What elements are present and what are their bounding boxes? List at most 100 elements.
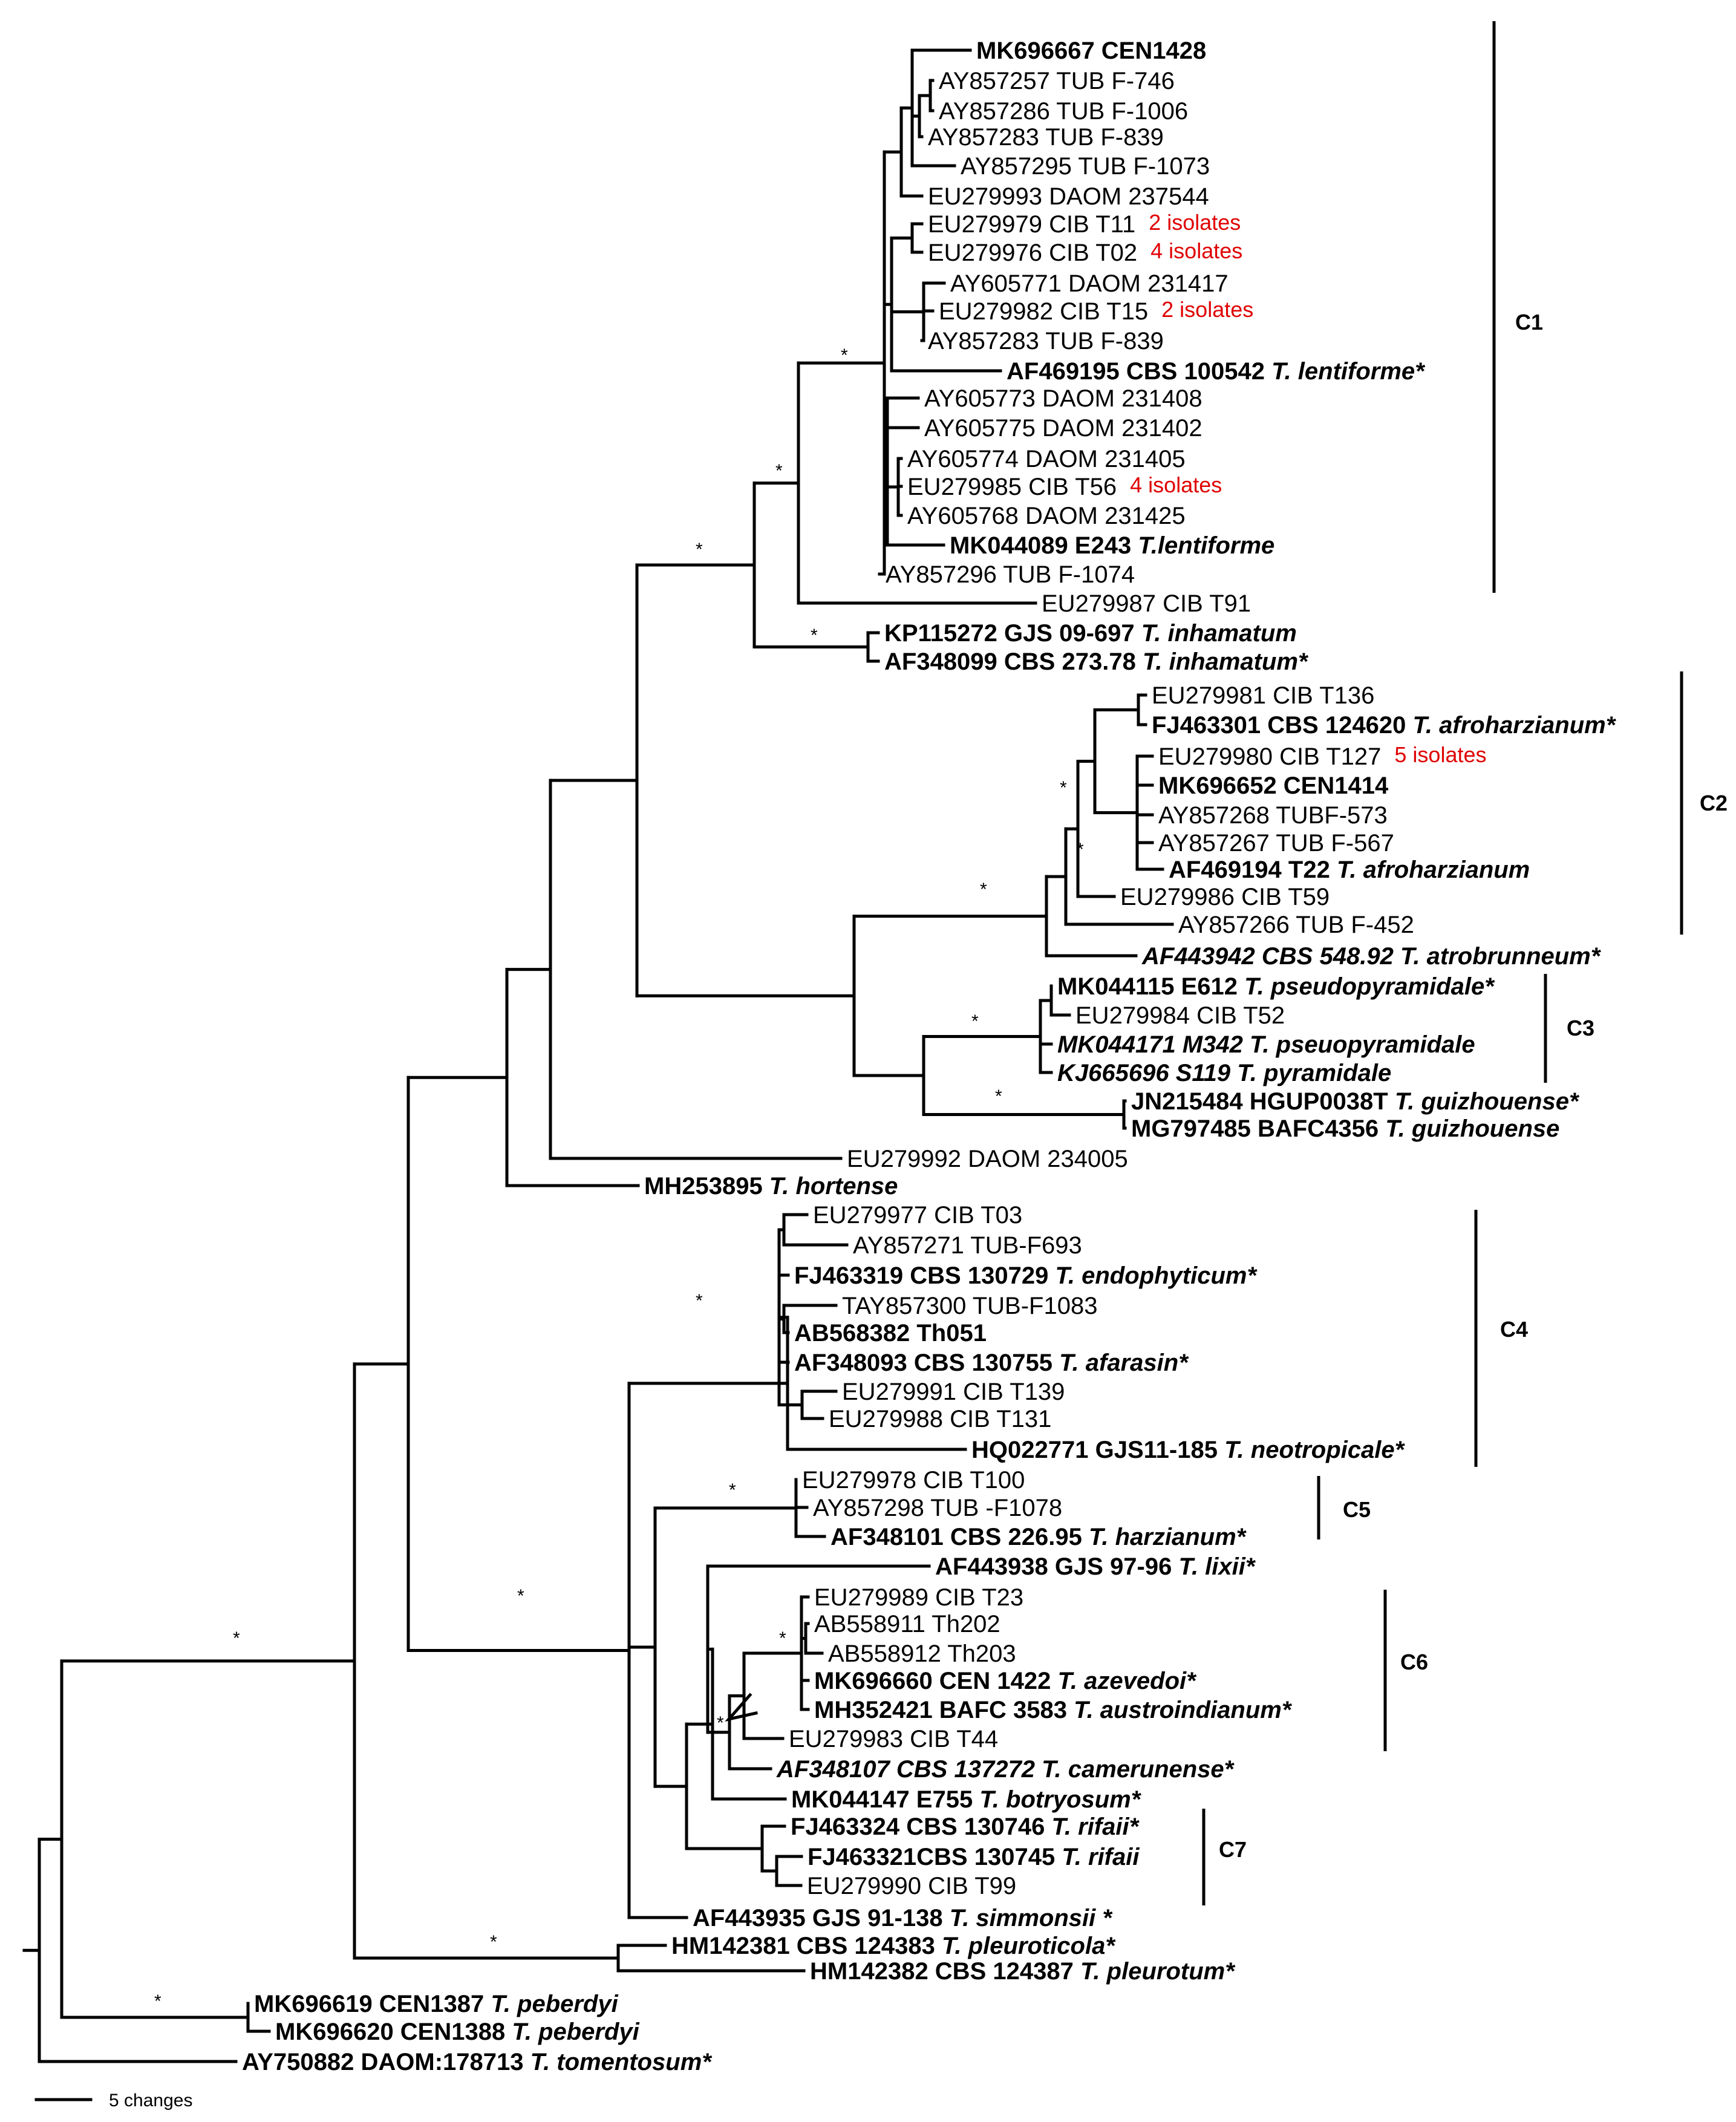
leaf-label: AF348099 CBS 273.78 T. inhamatum* <box>884 648 1309 675</box>
scale-label: 5 changes <box>109 2091 192 2111</box>
bootstrap-support-marker: * <box>729 1480 736 1500</box>
bootstrap-support-marker: * <box>811 625 818 645</box>
leaf-label: AY857283 TUB F-839 <box>928 328 1164 354</box>
leaf-label: AF348101 CBS 226.95 T. harzianum* <box>830 1524 1247 1550</box>
leaf-label: EU279977 CIB T03 <box>813 1202 1022 1229</box>
leaf-label: AF443938 GJS 97-96 T. lixii* <box>935 1553 1256 1580</box>
leaf-label: TAY857300 TUB-F1083 <box>842 1293 1097 1319</box>
leaf-label: EU279988 CIB T131 <box>829 1406 1051 1432</box>
leaf-label: AY605768 DAOM 231425 <box>907 503 1186 529</box>
leaf-label: MK044115 E612 T. pseudopyramidale* <box>1057 973 1495 1000</box>
leaf-label: AB558912 Th203 <box>828 1640 1016 1667</box>
bootstrap-support-marker: * <box>517 1586 524 1606</box>
leaf-label: MG797485 BAFC4356 T. guizhouense <box>1131 1115 1559 1142</box>
clade-label: C3 <box>1567 1016 1594 1040</box>
bootstrap-support-marker: * <box>696 1291 703 1311</box>
leaf-label: AY605771 DAOM 231417 <box>950 270 1229 297</box>
clade-label: C7 <box>1219 1837 1247 1862</box>
leaf-label: EU279983 CIB T44 <box>789 1726 998 1752</box>
leaf-label: AY857266 TUB F-452 <box>1178 912 1414 938</box>
leaf-label: EU279984 CIB T52 <box>1075 1002 1285 1029</box>
leaf-label: MK696667 CEN1428 <box>976 38 1206 64</box>
leaf-label: EU279980 CIB T127 <box>1158 743 1381 770</box>
leaf-label: EU279992 DAOM 234005 <box>847 1146 1128 1172</box>
leaf-label: EU279985 CIB T56 <box>907 474 1117 500</box>
leaf-label: FJ463301 CBS 124620 T. afroharzianum* <box>1152 712 1617 739</box>
bootstrap-support-marker: * <box>233 1628 240 1648</box>
clade-label: C4 <box>1500 1317 1528 1342</box>
leaf-label: FJ463321CBS 130745 T. rifaii <box>808 1844 1140 1870</box>
leaf-label: AY750882 DAOM:178713 T. tomentosum* <box>242 2049 713 2075</box>
bootstrap-support-marker: * <box>980 880 987 899</box>
clade-label: C1 <box>1515 310 1543 335</box>
isolate-count-note: 2 isolates <box>1149 210 1241 235</box>
leaf-label: AY857296 TUB F-1074 <box>886 561 1135 588</box>
support-markers: * * * * * * * * * * * * * * * * * <box>154 345 1084 2011</box>
leaf-label: AF469194 T22 T. afroharzianum <box>1169 857 1530 883</box>
leaf-label: MK044147 E755 T. botryosum* <box>791 1786 1142 1813</box>
isolate-count-note: 4 isolates <box>1130 472 1222 497</box>
leaf-label: AF443935 GJS 91-138 T. simmonsii * <box>693 1905 1113 1931</box>
bootstrap-support-marker: * <box>995 1086 1002 1106</box>
leaf-label: AF348107 CBS 137272 T. camerunense* <box>776 1756 1235 1783</box>
bootstrap-support-marker: * <box>841 345 848 365</box>
leaf-label: FJ463319 CBS 130729 T. endophyticum* <box>794 1262 1258 1289</box>
clade-label: C5 <box>1343 1497 1371 1522</box>
leaf-label: MH352421 BAFC 3583 T. austroindianum* <box>814 1697 1293 1723</box>
bootstrap-support-marker: * <box>154 1991 162 2011</box>
leaf-label: EU279981 CIB T136 <box>1152 682 1374 709</box>
leaf-label: HQ022771 GJS11-185 T. neotropicale* <box>971 1437 1406 1463</box>
leaf-label: AY605775 DAOM 231402 <box>924 415 1202 442</box>
leaf-label: MK044089 E243 T.lentiforme <box>950 532 1274 559</box>
leaf-label: AY605774 DAOM 231405 <box>907 446 1186 472</box>
leaf-label: AF443942 CBS 548.92 T. atrobrunneum* <box>1141 943 1602 970</box>
isolate-count-note: 4 isolates <box>1150 238 1242 263</box>
isolate-count-note: 2 isolates <box>1161 297 1253 322</box>
leaf-label: AY857267 TUB F-567 <box>1158 830 1394 857</box>
leaf-label: MK696620 CEN1388 T. peberdyi <box>275 2019 640 2045</box>
leaf-label: AF348093 CBS 130755 T. afarasin* <box>794 1350 1189 1376</box>
leaf-label: EU279979 CIB T11 <box>928 211 1135 238</box>
leaf-label: AY857268 TUBF-573 <box>1158 802 1388 829</box>
leaf-label: EU279990 CIB T99 <box>807 1873 1016 1899</box>
leaf-label: AY857295 TUB F-1073 <box>961 153 1210 180</box>
bootstrap-support-marker: * <box>1077 840 1084 860</box>
clade-label: C6 <box>1400 1650 1428 1674</box>
leaf-label: AY857286 TUB F-1006 <box>939 98 1188 125</box>
leaf-label: MK696652 CEN1414 <box>1158 772 1389 799</box>
leaf-label: MK696619 CEN1387 T. peberdyi <box>254 1991 619 2017</box>
bootstrap-support-marker: * <box>490 1932 497 1952</box>
leaf-label: EU279993 DAOM 237544 <box>928 183 1209 210</box>
leaf-label: EU279978 CIB T100 <box>802 1467 1025 1494</box>
leaf-label: EU279989 CIB T23 <box>814 1584 1023 1611</box>
leaf-label: FJ463324 CBS 130746 T. rifaii* <box>791 1813 1140 1840</box>
scale-bar: 5 changes <box>34 2091 192 2111</box>
clade-label: C2 <box>1700 791 1728 815</box>
leaf-label: MH253895 T. hortense <box>644 1173 898 1200</box>
bootstrap-support-marker: * <box>779 1628 786 1648</box>
leaf-label: KP115272 GJS 09-697 T. inhamatum <box>884 620 1297 647</box>
bootstrap-support-marker: * <box>971 1011 979 1031</box>
tree-branches <box>22 48 1174 2063</box>
leaf-label: AY857298 TUB -F1078 <box>813 1495 1062 1521</box>
leaf-label: EU279987 CIB T91 <box>1042 590 1251 617</box>
leaf-label: MK044171 M342 T. pseuopyramidale <box>1057 1031 1475 1058</box>
leaf-label: EU279991 CIB T139 <box>842 1379 1065 1405</box>
leaf-label: AY857271 TUB-F693 <box>853 1232 1082 1259</box>
leaf-label: EU279976 CIB T02 <box>928 240 1137 266</box>
leaf-label: AY857257 TUB F-746 <box>939 68 1175 94</box>
bootstrap-support-marker: * <box>1060 778 1067 798</box>
bootstrap-support-marker: * <box>775 461 783 481</box>
isolate-count-note: 5 isolates <box>1394 742 1486 767</box>
bootstrap-support-marker: * <box>696 540 703 560</box>
bootstrap-support-marker: * <box>717 1713 724 1733</box>
leaf-label: KJ665696 S119 T. pyramidale <box>1057 1060 1391 1086</box>
leaf-label: JN215484 HGUP0038T T. guizhouense* <box>1131 1088 1580 1115</box>
leaf-label: AY605773 DAOM 231408 <box>924 385 1202 412</box>
arrow-marker <box>725 1693 758 1722</box>
leaf-label: HM142382 CBS 124387 T. pleurotum* <box>810 1958 1236 1985</box>
leaf-label: EU279982 CIB T15 <box>939 298 1148 325</box>
